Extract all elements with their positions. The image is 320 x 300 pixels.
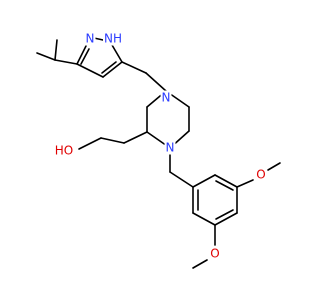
bond-pyrazole-n2-n1 [93, 37, 104, 41]
bond-pyrazole-c5-c4 [102, 61, 123, 78]
atom-label-background [209, 246, 221, 261]
bond-isopropyl-methyl-1 [36, 52, 56, 61]
atom-o-methoxy-bottom: O [210, 247, 219, 261]
bond-ch2-phenyl [169, 171, 194, 188]
bond-pyrazole-c4-c3 [76, 63, 104, 78]
atom-label-background [84, 31, 96, 46]
bond-ethyl-oh [78, 137, 102, 150]
bond-pyrazole-c3-n2-double [80, 48, 90, 65]
bond-phenyl-2-3-double [215, 180, 234, 191]
atom-n-piperazine-bottom: N [166, 141, 175, 155]
bond-phenyl-4-5 [214, 212, 238, 226]
bond-ome-top-ch3 [267, 162, 281, 171]
bond-ch2-npip [145, 72, 167, 92]
bond-pyrazole-c5-c4-double [101, 61, 117, 74]
bond-phenyl-ome-top [236, 179, 254, 188]
bond-isopropyl-methyl-2 [54, 39, 58, 61]
atom-n-pyrazole: N [86, 32, 95, 46]
atom-label-background [53, 143, 75, 158]
atom-n-piperazine-top: N [162, 91, 171, 105]
bond-pyrazole-c3-n2 [76, 45, 87, 65]
bond-phenyl-2-3 [214, 174, 238, 188]
bond-pip-ethyl-1 [123, 131, 148, 144]
atom-label-background [255, 167, 267, 182]
atom-label-background [164, 140, 176, 155]
bond-phenyl-1-2 [192, 174, 216, 188]
bond-pyrazole-n1-c5 [111, 44, 123, 63]
bond-isopropyl-ring [54, 59, 78, 65]
atom-labels: N NH N N HO O O [55, 32, 266, 261]
atom-o-methoxy-top: O [256, 168, 265, 182]
bonds [36, 37, 281, 269]
bond-ring-ch2 [121, 61, 147, 74]
structure-diagram: N NH N N HO O O [36, 31, 281, 269]
atom-label-background [103, 31, 123, 46]
atom-nh-pyrazole: NH [104, 32, 122, 46]
bond-phenyl-5-6 [192, 212, 216, 226]
atom-hydroxyl: HO [55, 144, 73, 158]
bond-ome-bottom-ch3 [192, 259, 208, 269]
bond-ethyl-2 [100, 137, 125, 144]
atom-label-backgrounds [53, 31, 267, 261]
bond-phenyl-4-5-double [215, 209, 234, 220]
atom-label-background [160, 90, 172, 105]
